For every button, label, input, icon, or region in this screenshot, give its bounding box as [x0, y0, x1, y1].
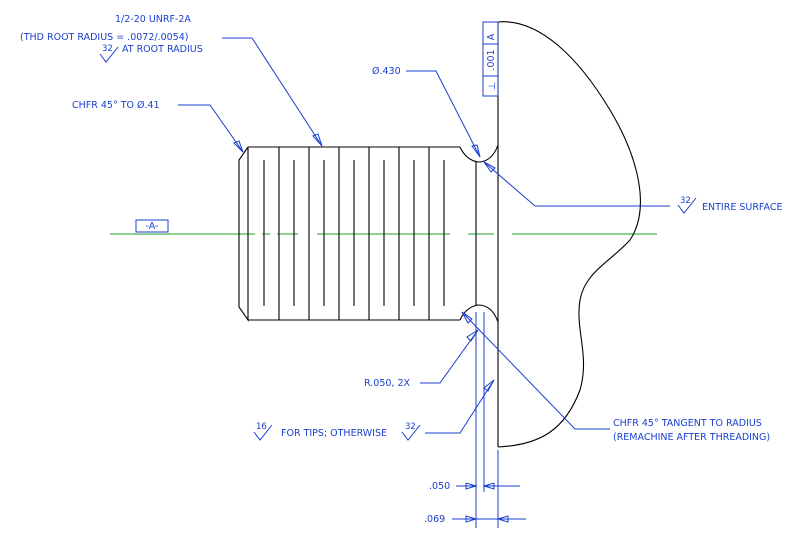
tips-finish-symbol — [253, 424, 273, 441]
chamfer-callout: CHFR 45° TO Ø.41 — [72, 100, 244, 153]
chamfer-thread-label: CHFR 45° TO Ø.41 — [72, 100, 160, 111]
fillet-callout: R.050, 2X — [364, 329, 479, 389]
leader-tangent — [461, 311, 610, 430]
surface-finish-value: 32 — [680, 196, 691, 206]
tangent-chamfer-callout: CHFR 45° TANGENT TO RADIUS (REMACHINE AF… — [461, 311, 770, 443]
leader-surface — [483, 161, 670, 207]
surface-finish-symbol — [677, 197, 697, 214]
thread-spec-callout: 1/2-20 UNRF-2A (THD ROOT RADIUS = .0072/… — [20, 14, 323, 147]
otherwise-finish-value: 32 — [405, 422, 416, 432]
fcf-tolerance: .001 — [486, 49, 497, 70]
chamfer-tangent-line1: CHFR 45° TANGENT TO RADIUS — [613, 418, 762, 429]
fcf-symbol: ⊥ — [487, 82, 498, 90]
fillet-radius-label: R.050, 2X — [364, 378, 410, 389]
surface-finish-label: ENTIRE SURFACE — [702, 202, 782, 213]
thread-spec-line1: 1/2-20 UNRF-2A — [115, 14, 191, 25]
leader-chamfer — [178, 104, 244, 153]
chamfer-tangent-line2: (REMACHINE AFTER THREADING) — [613, 432, 770, 443]
undercut-dia-label: Ø.430 — [372, 66, 401, 77]
threaded-shank — [238, 146, 460, 322]
dimension-050: .050 — [429, 481, 520, 492]
leader-thread — [222, 37, 323, 147]
datum-label: -A- — [146, 221, 159, 232]
leader-undercut — [406, 70, 481, 158]
tips-finish-value: 16 — [256, 422, 267, 432]
extension-lines — [475, 312, 499, 528]
fcf-datum-ref: A — [486, 33, 497, 40]
root-finish-symbol — [99, 46, 119, 63]
thread-spec-line2: (THD ROOT RADIUS = .0072/.0054) — [20, 32, 188, 43]
root-finish-label: AT ROOT RADIUS — [122, 44, 203, 55]
datum-a: -A- — [135, 219, 169, 233]
tips-finish-label: FOR TIPS; OTHERWISE — [281, 428, 387, 439]
feature-control-frame: A .001 ⊥ — [482, 21, 499, 97]
root-finish-value: 32 — [102, 44, 113, 54]
undercut-dia-callout: Ø.430 — [372, 66, 481, 158]
dim-069-label: .069 — [424, 514, 445, 525]
otherwise-finish-symbol — [401, 424, 421, 441]
tip-finish-callout: 16 FOR TIPS; OTHERWISE 32 — [253, 379, 495, 441]
surface-finish-callout: 32 ENTIRE SURFACE — [483, 161, 782, 214]
dim-050-label: .050 — [429, 481, 450, 492]
leader-fillet — [420, 329, 479, 384]
dimension-069: .069 — [424, 514, 526, 525]
leader-tips — [425, 379, 495, 434]
